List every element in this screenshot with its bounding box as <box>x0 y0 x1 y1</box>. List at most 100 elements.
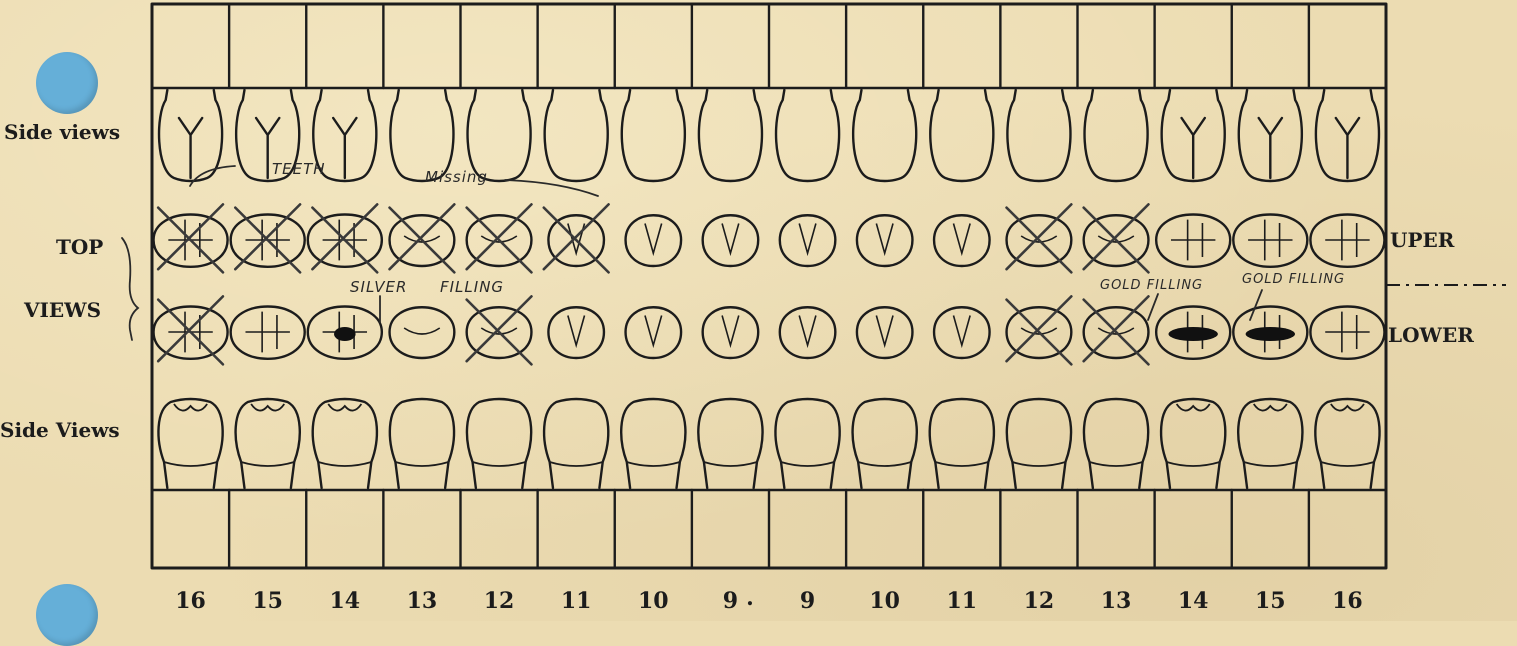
upper-side-molar-groove <box>1259 118 1282 178</box>
upper-side-molar-groove <box>333 118 356 178</box>
tooth-number: 14 <box>1163 588 1223 614</box>
lower-top-tooth-groove <box>245 312 289 353</box>
tooth-number: 16 <box>161 588 221 614</box>
lower-top-tooth-groove <box>722 316 739 346</box>
lower-side-gumline <box>241 462 294 466</box>
views-bracket <box>122 238 138 340</box>
annotation-arrow <box>1250 290 1262 320</box>
tooth-number: 10 <box>623 588 683 614</box>
upper-top-tooth <box>703 215 759 266</box>
filling-mark <box>334 327 356 341</box>
lower-side-gumline <box>858 462 911 466</box>
lower-side-gumline <box>704 462 757 466</box>
lower-top-tooth-groove <box>953 316 970 346</box>
upper-side-molar-groove <box>1182 118 1205 178</box>
lower-side-gumline <box>318 462 371 466</box>
tooth-number: 9 <box>778 588 838 614</box>
annotation-arrow <box>505 180 598 196</box>
annotation-filling: FILLING <box>440 278 504 296</box>
upper-side-tooth <box>545 90 608 181</box>
lower-top-tooth <box>703 307 759 358</box>
lower-top-tooth-groove <box>645 316 662 346</box>
lower-top-tooth <box>780 307 836 358</box>
side-views-upper-label: Side views <box>4 120 120 144</box>
upper-side-molar-groove <box>179 118 202 178</box>
dental-chart <box>0 0 1517 621</box>
lower-side-molar-cusp <box>1254 404 1287 411</box>
lower-side-tooth <box>621 399 685 488</box>
lower-top-tooth <box>934 307 990 358</box>
filling-mark <box>1169 327 1218 341</box>
lower-top-tooth <box>857 307 913 358</box>
lower-top-tooth <box>626 307 682 358</box>
lower-side-gumline <box>1090 462 1143 466</box>
lower-side-gumline <box>1167 462 1220 466</box>
lower-side-gumline <box>627 462 680 466</box>
filling-mark <box>1246 327 1295 341</box>
tooth-number: 10 <box>855 588 915 614</box>
upper-top-tooth <box>857 215 913 266</box>
upper-top-tooth-groove <box>876 224 893 254</box>
lower-side-gumline <box>1012 462 1065 466</box>
lower-side-gumline <box>164 462 217 466</box>
lower-side-tooth <box>158 399 222 488</box>
tooth-number: 11 <box>932 588 992 614</box>
lower-side-tooth <box>236 399 300 488</box>
tooth-number: 11 <box>546 588 606 614</box>
number-separator-dot: . <box>740 585 760 611</box>
upper-top-tooth <box>934 215 990 266</box>
lower-side-tooth <box>390 399 454 488</box>
upper-top-tooth-groove <box>953 224 970 254</box>
annotation-arrow <box>1148 294 1158 320</box>
lower-side-molar-cusp <box>1177 404 1210 411</box>
lower-side-tooth <box>853 399 917 488</box>
lower-label: LOWER <box>1388 323 1474 347</box>
lower-side-tooth <box>544 399 608 488</box>
lower-side-tooth <box>775 399 839 488</box>
upper-side-tooth <box>1085 90 1148 181</box>
tooth-number: 12 <box>469 588 529 614</box>
upper-top-tooth <box>626 215 682 266</box>
lower-top-tooth-groove <box>1325 312 1369 353</box>
upper-side-tooth <box>1007 90 1070 181</box>
lower-side-gumline <box>550 462 603 466</box>
upper-top-tooth-groove <box>645 224 662 254</box>
lower-side-gumline <box>395 462 448 466</box>
lower-side-gumline <box>935 462 988 466</box>
lower-side-molar-cusp <box>1331 404 1364 411</box>
annotation-gold-filling-2: GOLD FILLING <box>1242 272 1345 287</box>
lower-side-gumline <box>473 462 526 466</box>
lower-top-tooth <box>390 307 455 358</box>
lower-top-tooth-groove <box>876 316 893 346</box>
upper-side-tooth <box>699 90 762 181</box>
tooth-number: 15 <box>238 588 298 614</box>
lower-side-tooth <box>1161 399 1225 488</box>
lower-top-tooth <box>548 307 604 358</box>
lower-side-molar-cusp <box>251 404 284 411</box>
annotation-silver: SILVER <box>350 278 407 296</box>
upper-top-tooth-groove <box>1171 220 1215 261</box>
lower-side-tooth <box>1315 399 1379 488</box>
lower-side-tooth <box>1007 399 1071 488</box>
views-label: VIEWS <box>24 298 101 322</box>
lower-side-tooth <box>930 399 994 488</box>
annotation-arrow <box>190 166 235 186</box>
lower-side-molar-cusp <box>174 404 207 411</box>
annotation-teeth: TEETH <box>272 160 326 178</box>
lower-side-tooth <box>698 399 762 488</box>
upper-side-tooth <box>622 90 685 181</box>
tooth-number: 16 <box>1317 588 1377 614</box>
tooth-number: 12 <box>1009 588 1069 614</box>
upper-side-tooth <box>930 90 993 181</box>
tooth-number: 15 <box>1240 588 1300 614</box>
annotation-gold-filling-1: GOLD FILLING <box>1100 278 1203 293</box>
upper-top-tooth-groove <box>1248 220 1292 261</box>
upper-side-tooth <box>853 90 916 181</box>
lower-side-molar-cusp <box>328 404 361 411</box>
upper-top-tooth-groove <box>799 224 816 254</box>
upper-side-molar-groove <box>1336 118 1359 178</box>
lower-side-tooth <box>313 399 377 488</box>
top-label: TOP <box>56 235 103 259</box>
lower-top-tooth-groove <box>568 316 585 346</box>
tooth-number: 13 <box>392 588 452 614</box>
